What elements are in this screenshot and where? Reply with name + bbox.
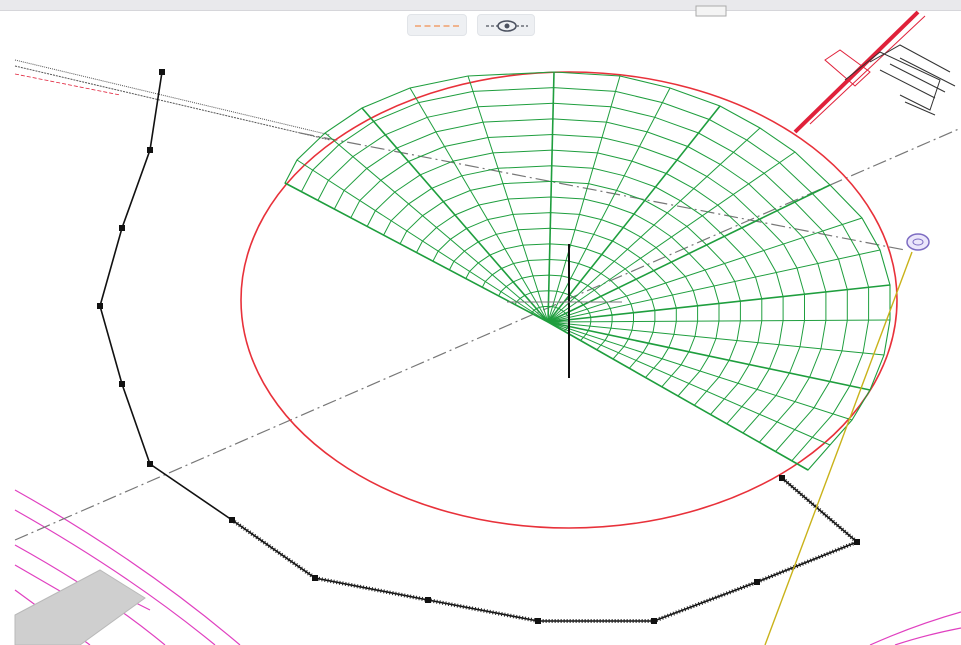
vertex-marker bbox=[119, 381, 125, 387]
top-marker bbox=[695, 5, 727, 17]
vertex-marker bbox=[854, 539, 860, 545]
survey-polyline bbox=[97, 69, 861, 624]
vertex-marker bbox=[147, 147, 153, 153]
green-sector-grid bbox=[284, 71, 891, 471]
vertex-marker bbox=[119, 225, 125, 231]
vertex-marker bbox=[779, 475, 785, 481]
vertex-marker bbox=[229, 517, 235, 523]
view-chip[interactable] bbox=[477, 14, 535, 36]
magenta-walls-bottom-right bbox=[869, 611, 961, 645]
grey-slab bbox=[14, 569, 146, 645]
yellow-line bbox=[764, 251, 913, 645]
hatched-edge-upper-left bbox=[14, 59, 331, 141]
vertex-marker bbox=[535, 618, 541, 624]
building-outline-top-right bbox=[824, 44, 956, 116]
vertex-marker bbox=[425, 597, 431, 603]
target-marker-icon[interactable] bbox=[906, 233, 930, 251]
red-boundary-ellipse bbox=[240, 71, 898, 529]
linetype-chip[interactable] bbox=[407, 14, 467, 36]
eye-icon bbox=[486, 20, 528, 32]
center-crosshair bbox=[507, 244, 622, 378]
top-toolbar bbox=[0, 0, 961, 11]
vertex-marker bbox=[147, 461, 153, 467]
vertex-marker bbox=[754, 579, 760, 585]
dashed-line-icon bbox=[415, 25, 459, 27]
vertex-marker bbox=[159, 69, 165, 75]
vertex-marker bbox=[651, 618, 657, 624]
vertex-marker bbox=[97, 303, 103, 309]
vertex-marker bbox=[312, 575, 318, 581]
